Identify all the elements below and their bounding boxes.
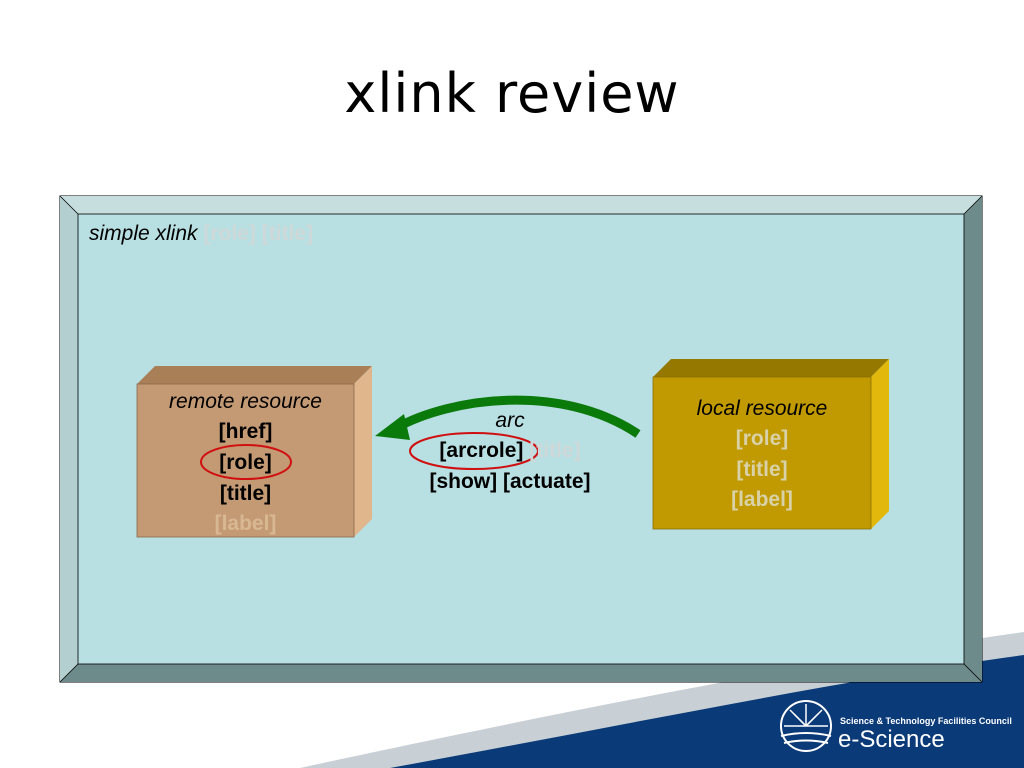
arc-show-actuate: [show] [actuate]	[429, 470, 591, 493]
arc-arcrole: [arcrole]	[439, 439, 524, 462]
remote-resource-box	[136, 366, 372, 538]
simple-xlink-title: [title]	[261, 222, 314, 245]
arc-arrow	[393, 395, 641, 438]
remote-href: [href]	[218, 420, 273, 443]
remote-title: [title]	[219, 482, 272, 505]
local-label: [label]	[731, 488, 793, 511]
page-title: xlink review	[344, 62, 680, 125]
arc-ttl: [title]	[529, 439, 581, 462]
simple-xlink-label: simple xlink [role] [title]	[89, 222, 313, 246]
local-resource-box	[652, 359, 889, 530]
arcrole-highlight-ellipse	[409, 432, 539, 470]
logo-org-text: Science & Technology Facilities Council	[840, 716, 1012, 726]
remote-role: [role]	[219, 451, 272, 474]
stfc-logo-icon	[780, 700, 832, 752]
bottom-swoosh-dark	[390, 655, 1024, 768]
simple-xlink-text: simple xlink	[89, 222, 198, 245]
remote-label: [label]	[214, 512, 277, 535]
role-highlight-ellipse	[200, 444, 292, 480]
local-role: [role]	[735, 427, 789, 450]
arc-arrowhead	[375, 414, 410, 440]
remote-resource-title: remote resource	[169, 390, 322, 413]
local-title: [title]	[736, 458, 788, 481]
simple-xlink-role: [role]	[203, 222, 256, 245]
arc-title: arc	[495, 409, 525, 432]
logo-name-text: e-Science	[838, 726, 945, 753]
local-resource-title: local resource	[696, 397, 828, 420]
arc-arcrole-line: [arcrole] [title]	[410, 435, 610, 466]
